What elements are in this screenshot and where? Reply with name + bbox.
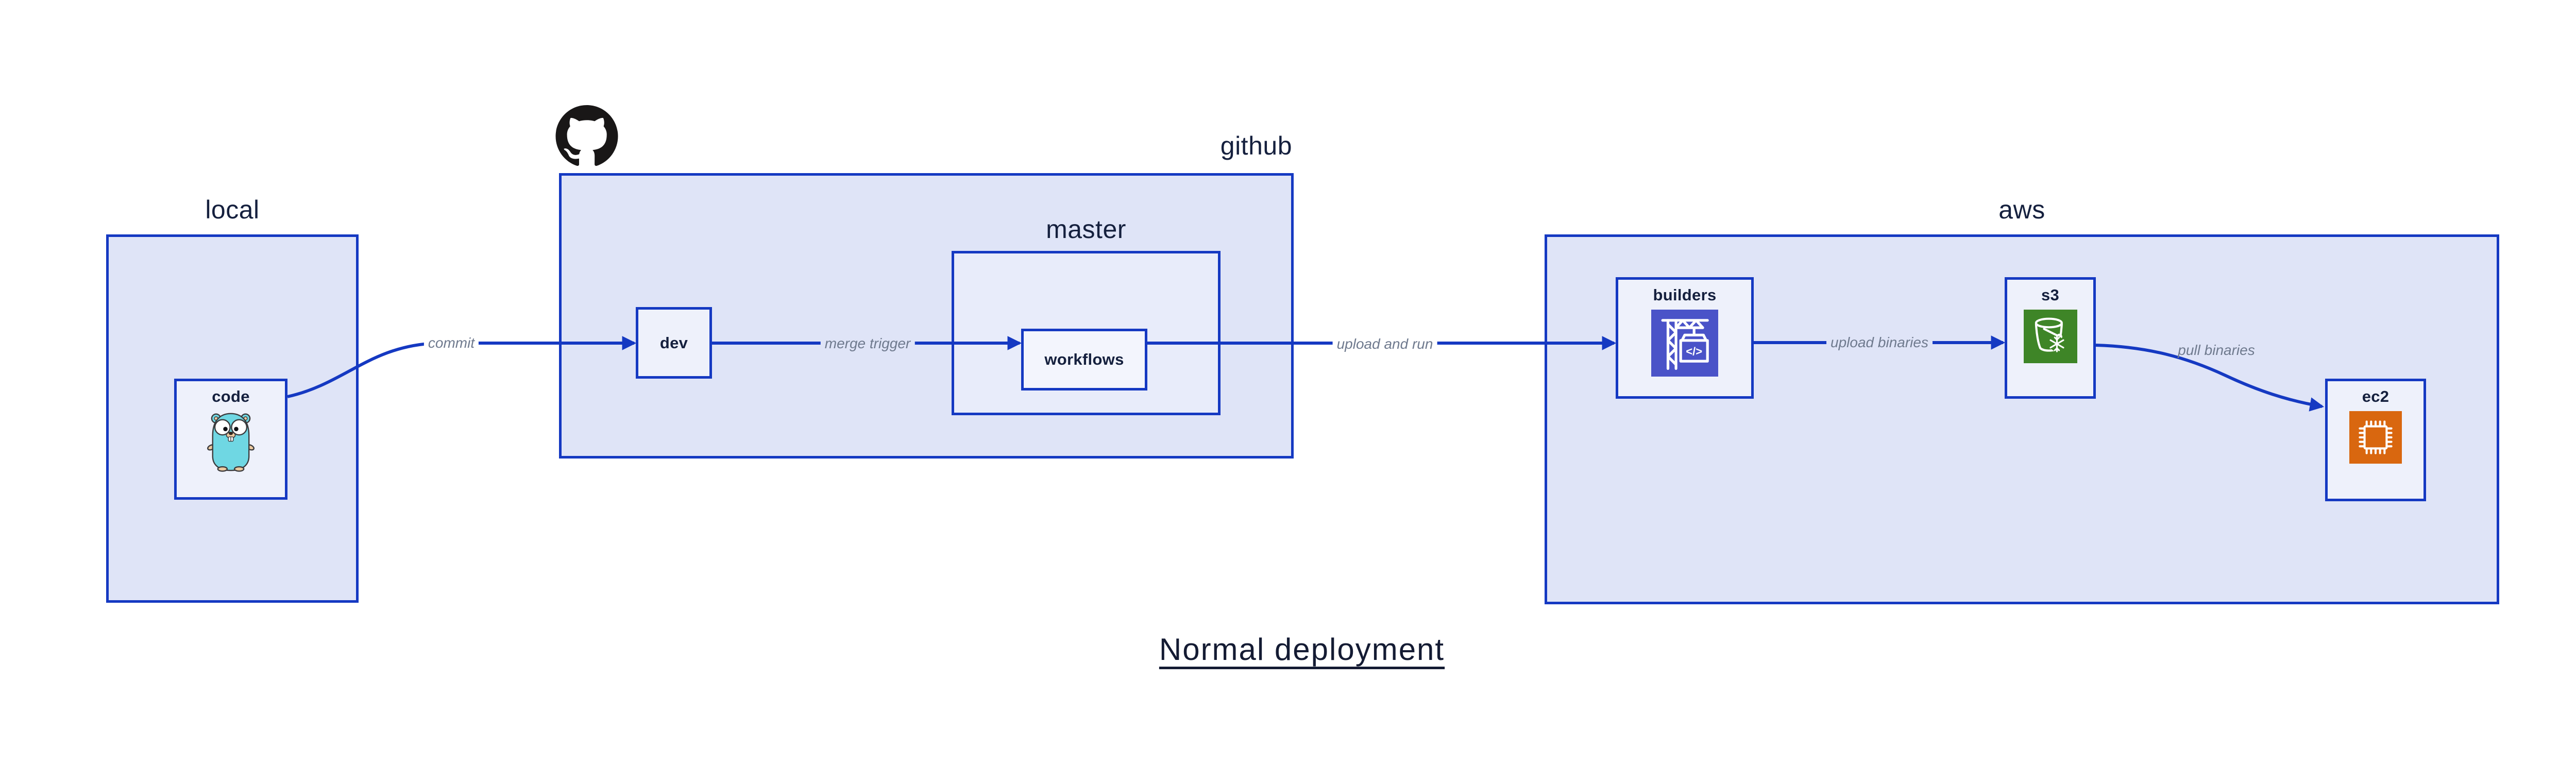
workflows-node-label: workflows <box>1044 350 1124 368</box>
dev-branch-node: dev <box>636 307 712 379</box>
diagram-title: Normal deployment <box>1159 632 1445 667</box>
pull-binaries-edge-label: pull binaries <box>2178 342 2255 358</box>
code-node-label: code <box>212 387 250 405</box>
master-group-label: master <box>1046 215 1126 244</box>
dev-node-label: dev <box>659 333 688 352</box>
local-group-label: local <box>205 195 260 224</box>
ec2-node: ec2 <box>2325 379 2426 501</box>
merge-trigger-edge-label: merge trigger <box>820 335 915 352</box>
aws-group-label: aws <box>1998 195 2045 224</box>
ec2-node-label: ec2 <box>2362 387 2389 405</box>
s3-node: s3 <box>2005 277 2096 399</box>
github-octocat-icon <box>555 105 618 166</box>
code-node: code <box>174 379 287 500</box>
s3-node-label: s3 <box>2041 286 2060 304</box>
builders-node: builders </> <box>1616 277 1754 399</box>
go-gopher-icon <box>207 413 255 472</box>
github-group-label: github <box>1220 131 1292 160</box>
workflows-node: workflows <box>1021 329 1147 390</box>
upload-and-run-edge-label: upload and run <box>1332 335 1437 353</box>
svg-text:</>: </> <box>1686 345 1702 358</box>
codebuild-crane-icon: </> <box>1651 310 1718 377</box>
upload-binaries-edge-label: upload binaries <box>1826 334 1933 351</box>
ec2-chip-icon <box>2349 411 2402 464</box>
builders-node-label: builders <box>1653 286 1717 304</box>
s3-bucket-snowflake-icon <box>2023 310 2077 363</box>
commit-edge-label: commit <box>423 334 479 352</box>
